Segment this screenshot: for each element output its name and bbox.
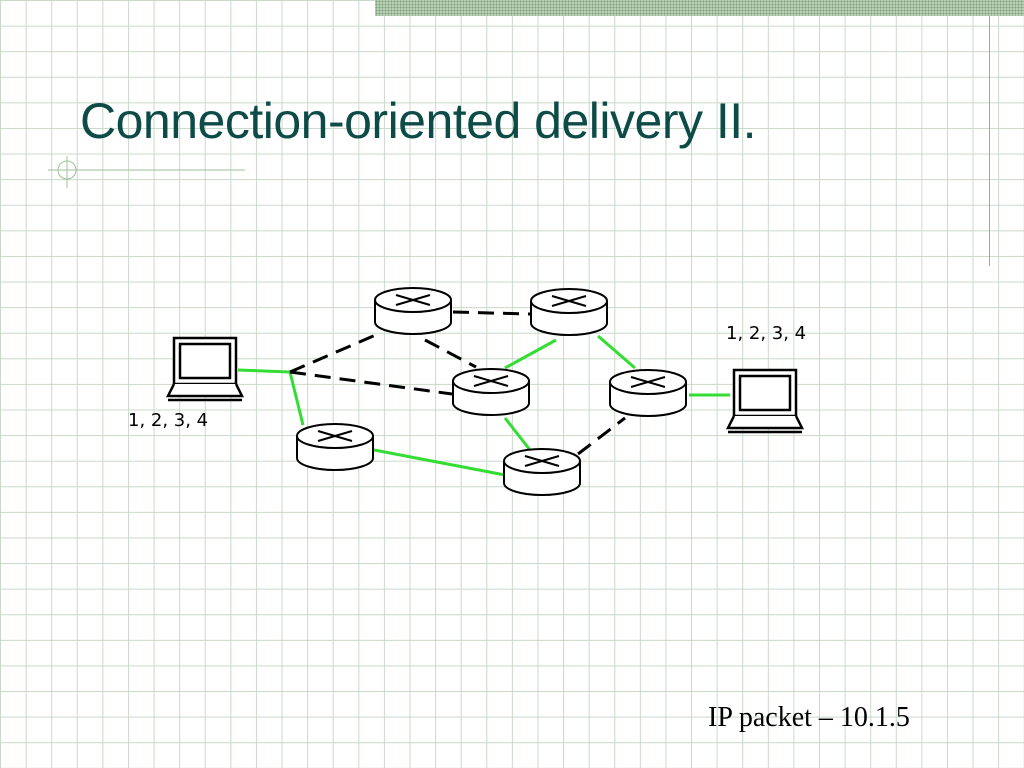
link-router-top-left-router-center <box>424 338 477 369</box>
link-host-left-branch <box>237 368 291 374</box>
laptop-icon <box>726 368 804 434</box>
link-router-center-router-top-right <box>504 338 557 370</box>
slide-title: Connection-oriented delivery II. <box>80 93 757 149</box>
laptop-icon <box>166 336 244 402</box>
active-path <box>237 334 730 477</box>
router-icon <box>609 369 687 417</box>
right-decorative-rule <box>989 16 990 266</box>
link-router-top-right-router-right <box>597 334 636 370</box>
title-underline-ornament <box>48 156 245 188</box>
slide-footer: IP packet – 10.1.5 <box>708 702 910 733</box>
link-branch-router-bottom-left <box>288 371 305 426</box>
link-router-bottom-center-router-center <box>503 417 532 451</box>
link-router-top-left-router-top-right <box>452 310 531 316</box>
router-icon <box>374 287 452 335</box>
top-decorative-band <box>375 0 1024 16</box>
router-icon <box>530 288 608 336</box>
host-left-packet-label: 1, 2, 3, 4 <box>128 410 209 431</box>
link-router-bottom-center-router-right <box>577 416 626 456</box>
link-branch-router-center <box>289 370 453 396</box>
host-right-packet-label: 1, 2, 3, 4 <box>726 323 807 344</box>
router-icon <box>452 368 530 416</box>
router-icon <box>503 448 581 496</box>
link-router-bottom-left-router-bottom-center <box>373 448 506 477</box>
router-icon <box>296 423 374 471</box>
inactive-links <box>289 310 626 456</box>
link-branch-router-top-left <box>289 332 379 374</box>
